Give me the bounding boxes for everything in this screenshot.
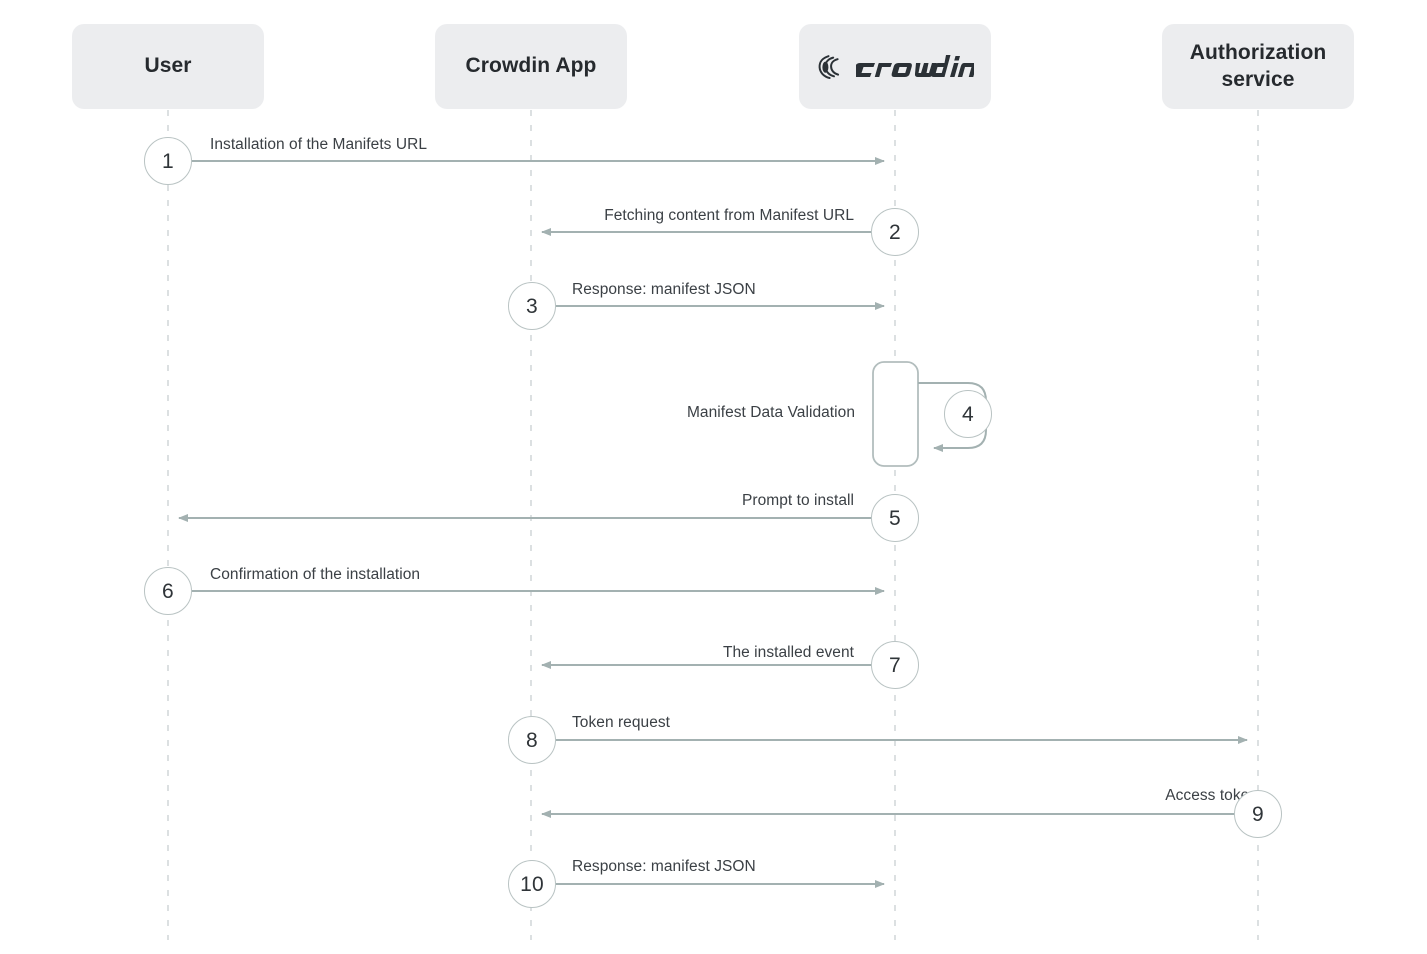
participant-user[interactable]: User [72, 24, 264, 109]
message-text-step-3: Response: manifest JSON [572, 281, 756, 298]
message-label-step-6: Confirmation of the installation [210, 567, 420, 583]
message-text-step-6: Confirmation of the installation [210, 566, 421, 583]
message-text-step-8: Token request [572, 714, 671, 731]
step-badge-4-text: 4 [962, 402, 974, 426]
step-badge-3-text: 3 [526, 294, 538, 318]
step-badge-2-text: 2 [889, 220, 901, 244]
message-text-step-2: Fetching content from Manifest URL [604, 207, 854, 224]
message-label-step-10: Response: manifest JSON [572, 859, 756, 875]
step-badge-6[interactable]: 6 [144, 567, 192, 615]
message-text-step-10: Response: manifest JSON [572, 858, 756, 875]
step-badge-9[interactable]: 9 [1234, 790, 1282, 838]
message-text-step-9: Access token [1165, 787, 1258, 804]
activation-box-step-4 [872, 361, 919, 467]
message-label-step-8: Token request [572, 715, 670, 731]
step-badge-9-text: 9 [1252, 802, 1264, 826]
message-label-step-1: Installation of the Manifets URL [210, 137, 427, 153]
message-label-step-2: Fetching content from Manifest URL [604, 208, 854, 224]
crowdin-wordmark-icon [855, 54, 974, 77]
message-text-step-5: Prompt to install [742, 492, 854, 509]
step-badge-10-text: 10 [520, 872, 544, 896]
message-label-step-7: The installed event [723, 645, 854, 661]
step-badge-7[interactable]: 7 [871, 641, 919, 689]
message-label-step-5: Prompt to install [742, 493, 854, 509]
step-badge-1-text: 1 [162, 149, 174, 173]
step-badge-7-text: 7 [889, 653, 901, 677]
participant-authorization-service[interactable]: Authorization service [1162, 24, 1354, 109]
participant-crowdin-app[interactable]: Crowdin App [435, 24, 627, 109]
participant-crowdin[interactable] [799, 24, 991, 109]
message-label-step-4: Manifest Data Validation [687, 405, 855, 421]
step-badge-5[interactable]: 5 [871, 494, 919, 542]
participant-authorization-service-label: Authorization service [1189, 41, 1327, 91]
message-arrows [178, 157, 1248, 888]
step-badge-10[interactable]: 10 [508, 860, 556, 908]
step-badge-5-text: 5 [889, 506, 901, 530]
step-badge-6-text: 6 [162, 579, 174, 603]
step-badge-3[interactable]: 3 [508, 282, 556, 330]
step-badge-4[interactable]: 4 [944, 390, 992, 438]
step-badge-8-text: 8 [526, 728, 538, 752]
lifelines [167, 110, 1259, 940]
participant-crowdin-app-label: Crowdin App [465, 54, 597, 78]
crowdin-swirl-icon [818, 54, 839, 79]
crowdin-logo [817, 52, 974, 82]
message-text-step-4: Manifest Data Validation [686, 404, 855, 421]
participant-user-label: User [144, 54, 192, 78]
step-badge-8[interactable]: 8 [508, 716, 556, 764]
message-text-step-7: The installed event [722, 644, 854, 661]
message-label-step-9: Access token [1165, 788, 1258, 804]
step-badge-2[interactable]: 2 [871, 208, 919, 256]
message-text-step-1: Installation of the Manifets URL [210, 136, 427, 153]
step-badge-1[interactable]: 1 [144, 137, 192, 185]
message-label-step-3: Response: manifest JSON [572, 282, 756, 298]
